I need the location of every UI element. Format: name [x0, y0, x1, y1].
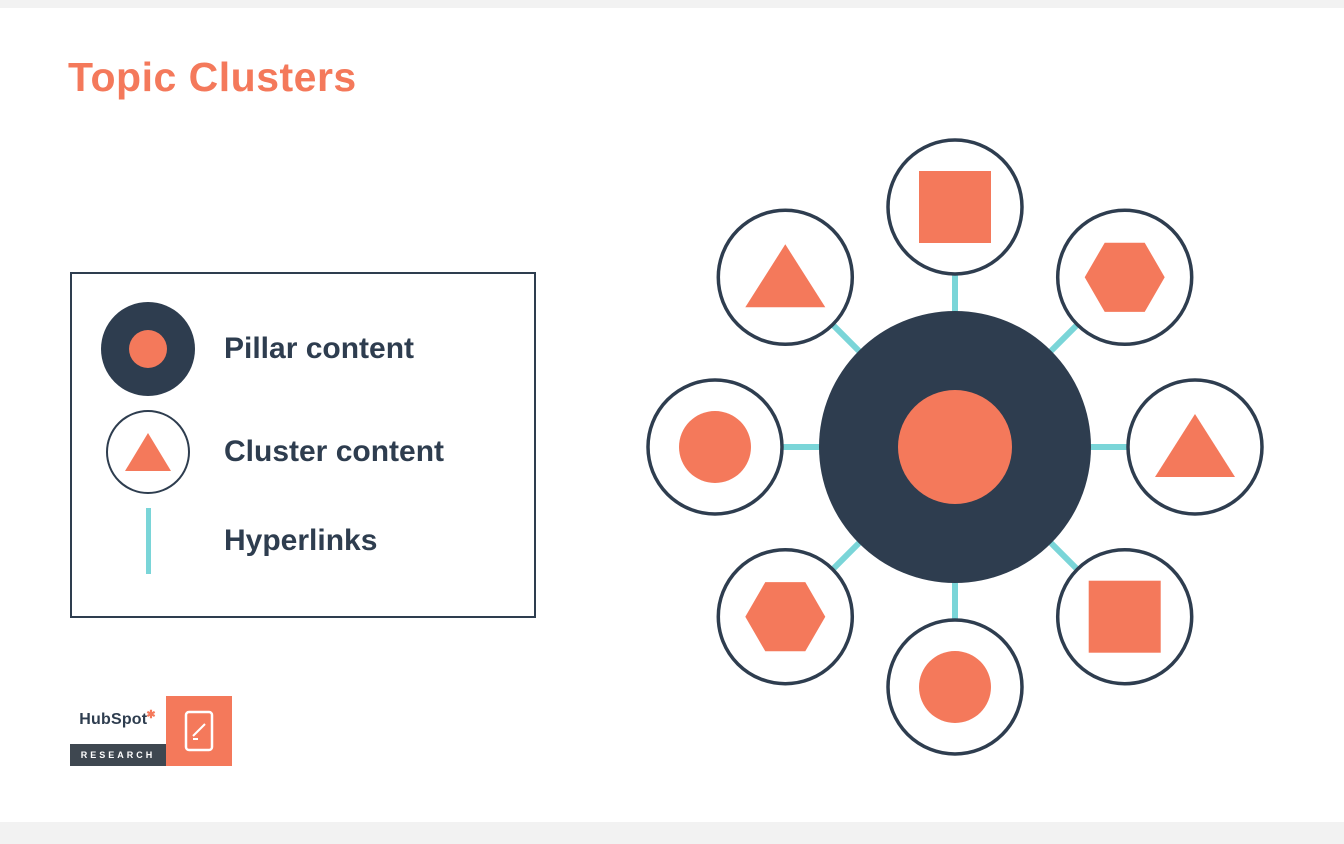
satellite-node-circle	[646, 378, 784, 516]
hubspot-research-logo: HubSpot✱ RESEARCH	[70, 696, 232, 766]
legend-label-pillar: Pillar content	[224, 332, 415, 365]
pillar-inner-circle	[129, 330, 167, 368]
legend-row-cluster: Cluster content	[98, 410, 534, 494]
document-icon	[184, 710, 214, 752]
legend-label-cluster: Cluster content	[224, 435, 445, 468]
triangle-icon	[125, 433, 171, 471]
satellite-circle-shape	[919, 651, 991, 723]
page-edge-top	[0, 0, 1344, 8]
satellite-node-hexagon	[716, 547, 855, 686]
satellite-node-square	[886, 138, 1024, 276]
satellite-node-triangle	[1126, 378, 1264, 516]
satellite-node-square	[1055, 547, 1194, 686]
page-edge-bottom	[0, 822, 1344, 844]
satellite-hexagon-shape	[1084, 242, 1165, 312]
satellite-square-shape	[1088, 580, 1161, 653]
pillar-content-icon	[101, 302, 195, 396]
document-badge	[166, 696, 232, 766]
satellite-node-hexagon	[1055, 208, 1194, 347]
legend-label-hyperlinks: Hyperlinks	[224, 524, 378, 557]
legend: Pillar content Cluster content Hyperlink…	[70, 272, 536, 618]
satellite-node-triangle	[716, 208, 855, 347]
satellite-hexagon-shape	[745, 582, 826, 652]
cluster-content-icon	[106, 410, 190, 494]
legend-row-pillar: Pillar content	[98, 302, 534, 396]
satellite-triangle-shape	[745, 244, 826, 308]
hubspot-wordmark: HubSpot✱	[70, 696, 166, 744]
satellite-node-circle	[886, 618, 1024, 756]
satellite-circle-shape	[679, 411, 751, 483]
research-label: RESEARCH	[70, 744, 166, 766]
sprocket-icon: ✱	[146, 708, 156, 721]
satellite-square-shape	[919, 171, 991, 243]
cluster-diagram-svg	[646, 138, 1264, 756]
page-title: Topic Clusters	[68, 54, 357, 100]
legend-row-hyperlinks: Hyperlinks	[98, 508, 534, 574]
hyperlink-line-icon	[145, 508, 151, 574]
pillar-hub-inner-circle	[898, 390, 1012, 504]
satellite-triangle-shape	[1155, 414, 1235, 477]
